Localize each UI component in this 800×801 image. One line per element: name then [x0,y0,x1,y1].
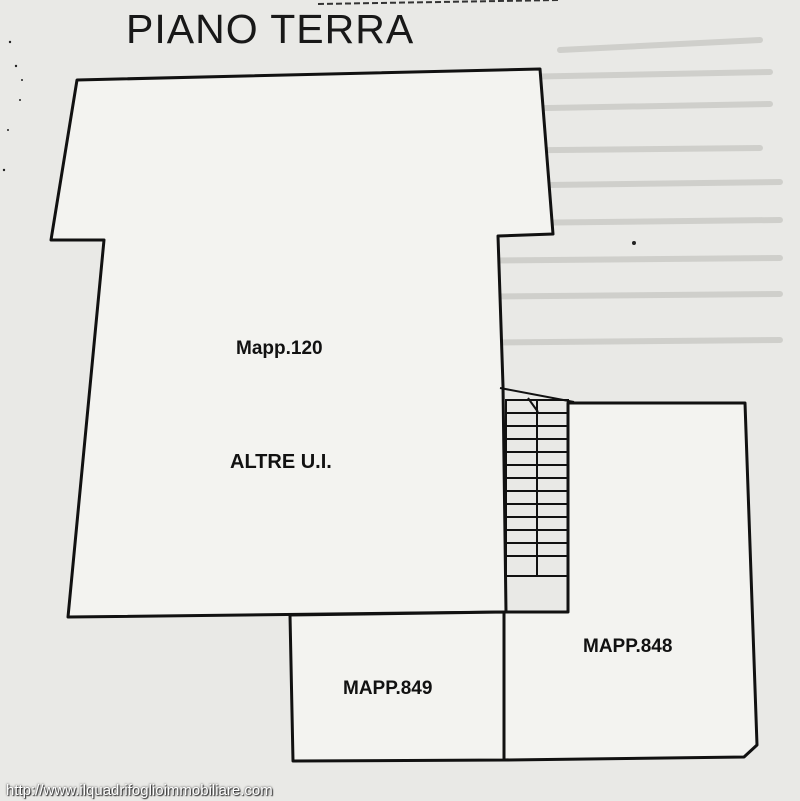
floor-title: PIANO TERRA [126,6,415,52]
other-units-label: ALTRE U.I. [230,451,332,473]
bottom-parcel-label: MAPP.849 [343,678,433,699]
right-parcel-label: MAPP.848 [583,636,673,657]
main-building-outline [49,67,555,619]
title-underline [317,0,561,5]
right-block-outline [502,401,759,762]
main-parcel-label: Mapp.120 [236,338,323,359]
bottom-block-outline [288,610,506,763]
website-watermark: http://www.ilquadrifoglioimmobiliare.com [6,782,273,799]
staircase [499,387,575,577]
